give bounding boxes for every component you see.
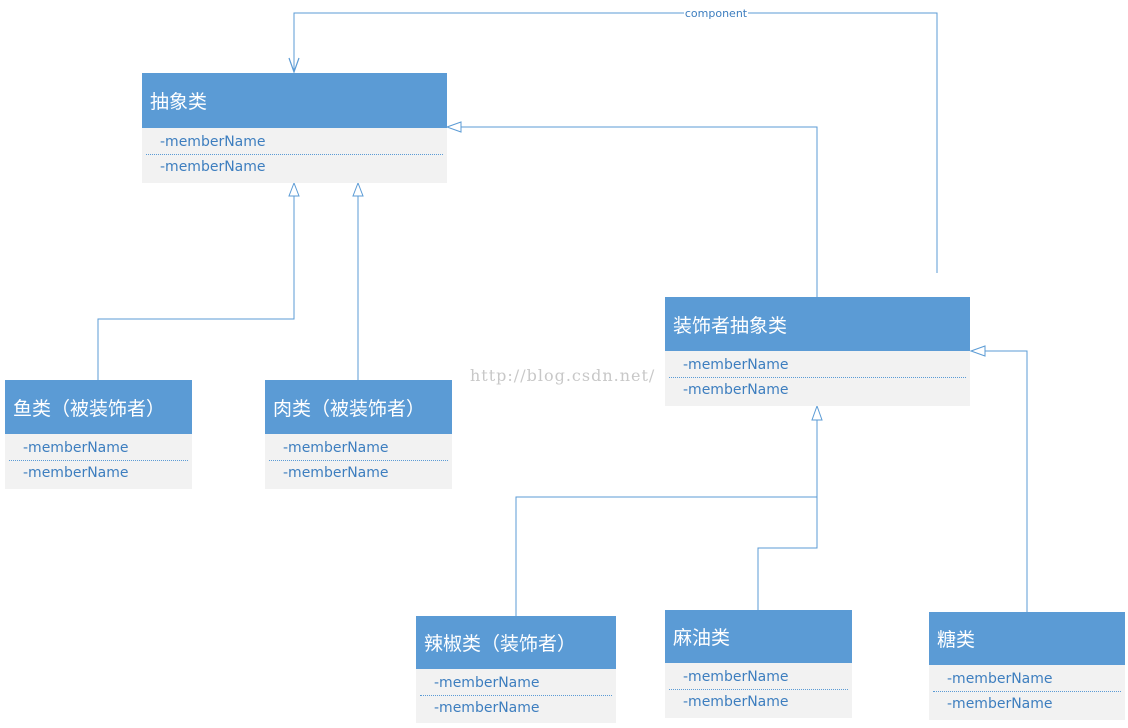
class-sesame-attr-2: -memberName [683,694,789,710]
class-decorator[interactable]: 装饰者抽象类 -memberName -memberName [665,297,970,406]
decorator-inheritance-arrow [445,121,462,133]
class-fish-attr-2: -memberName [23,465,129,481]
class-abstract-attr-2: -memberName [160,159,266,175]
meat-inheritance-arrow [352,181,364,197]
class-sugar-attr-2: -memberName [947,696,1053,712]
fish-inheritance-arrow [288,181,300,197]
class-pepper-attr-2: -memberName [434,700,540,716]
class-decorator-title: 装饰者抽象类 [665,297,970,351]
class-meat-attr-1: -memberName [269,436,448,461]
class-abstract[interactable]: 抽象类 -memberName -memberName [142,73,447,183]
class-sugar[interactable]: 糖类 -memberName -memberName [929,612,1125,720]
class-fish-title: 鱼类（被装饰者） [5,380,192,434]
sugar-inheritance-arrow [969,345,986,357]
class-sesame-title: 麻油类 [665,610,852,663]
class-pepper[interactable]: 辣椒类（装饰者） -memberName -memberName [416,616,616,723]
class-pepper-attr-1: -memberName [420,671,612,696]
sugar-inheritance-line [985,350,1028,612]
class-meat-attr-2: -memberName [283,465,389,481]
class-pepper-title: 辣椒类（装饰者） [416,616,616,669]
pepper-inheritance-line [515,420,818,616]
class-abstract-title: 抽象类 [142,73,447,128]
class-sugar-title: 糖类 [929,612,1125,665]
component-association-line [293,12,938,273]
class-decorator-attr-2: -memberName [683,382,789,398]
watermark-url: http://blog.csdn.net/ [470,366,656,385]
decorator-child-arrow [811,404,823,421]
class-fish-attr-1: -memberName [9,436,188,461]
decorator-inheritance-line [461,126,818,297]
component-arrowhead [288,57,300,74]
class-sesame-attr-1: -memberName [669,665,848,690]
class-fish[interactable]: 鱼类（被装饰者） -memberName -memberName [5,380,192,489]
class-sesame[interactable]: 麻油类 -memberName -memberName [665,610,852,718]
sesame-inheritance-line [757,497,818,610]
component-label-bg [684,6,748,20]
class-meat[interactable]: 肉类（被装饰者） -memberName -memberName [265,380,452,489]
class-abstract-attr-1: -memberName [146,130,443,155]
component-label: component [685,7,748,20]
fish-inheritance-line [97,196,295,380]
class-decorator-attr-1: -memberName [669,353,966,378]
class-meat-title: 肉类（被装饰者） [265,380,452,434]
class-sugar-attr-1: -memberName [933,667,1121,692]
